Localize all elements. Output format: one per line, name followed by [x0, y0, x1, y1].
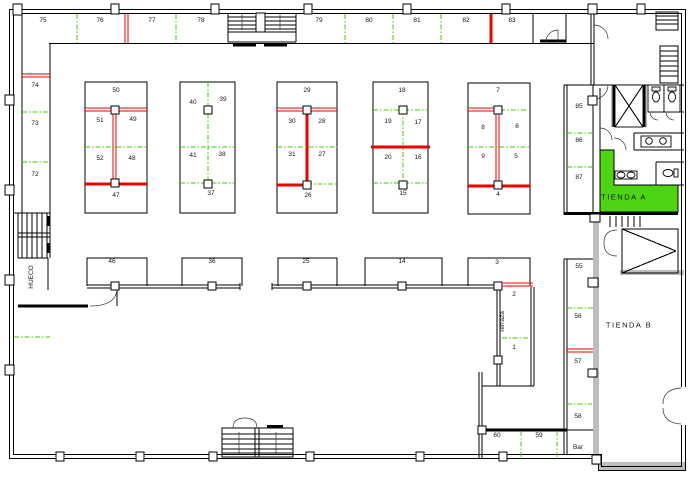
interior-walls: [13, 10, 684, 458]
label-83: 83: [508, 16, 516, 24]
outer-walls: [8, 8, 687, 472]
stair-newel: [255, 12, 266, 33]
label-78: 78: [197, 16, 205, 24]
label-57: 57: [574, 357, 582, 365]
label-29: 29: [303, 86, 311, 94]
label-41: 41: [189, 151, 197, 159]
label-40: 40: [189, 98, 197, 106]
label-25: 25: [302, 257, 310, 265]
label-26: 26: [304, 191, 312, 199]
label-77: 77: [148, 16, 156, 24]
label-5: 5: [514, 152, 518, 160]
label-28: 28: [318, 117, 326, 125]
label-27: 27: [318, 150, 326, 158]
label-19: 19: [384, 117, 392, 125]
label-85: 85: [575, 102, 583, 110]
label-2: 2: [512, 290, 516, 298]
toilet-icon: [651, 86, 679, 178]
label-60: 60: [493, 431, 501, 439]
label-55: 55: [575, 262, 583, 270]
sanitary-fixtures: [614, 84, 681, 180]
label-48: 48: [128, 154, 136, 162]
label-17: 17: [414, 118, 422, 126]
label-tienda-a: TIENDA A: [601, 192, 647, 202]
label-4: 4: [496, 190, 500, 198]
label-tienda-b: TIENDA B: [605, 320, 653, 330]
label-30: 30: [288, 117, 296, 125]
pillars: [4, 3, 646, 465]
label-terraza: Terraza: [498, 311, 506, 333]
label-86: 86: [575, 136, 583, 144]
label-46: 46: [108, 257, 116, 265]
label-59: 59: [535, 431, 543, 439]
green-dividers: [14, 14, 593, 457]
label-50: 50: [112, 86, 120, 94]
label-bar: Bar: [572, 443, 584, 451]
label-74: 74: [31, 81, 39, 89]
label-76: 76: [96, 16, 104, 24]
label-58: 58: [574, 412, 582, 420]
label-hueco: HUECO: [27, 265, 35, 289]
label-20: 20: [384, 153, 392, 161]
label-82: 82: [462, 16, 470, 24]
label-15: 15: [399, 189, 407, 197]
label-52: 52: [96, 154, 104, 162]
label-80: 80: [365, 16, 373, 24]
label-51: 51: [96, 116, 104, 124]
label-79: 79: [315, 16, 323, 24]
label-87: 87: [575, 173, 583, 181]
label-81: 81: [413, 16, 421, 24]
label-3: 3: [495, 258, 499, 266]
label-72: 72: [31, 170, 39, 178]
label-16: 16: [414, 153, 422, 161]
stairs: [18, 11, 679, 458]
label-73: 73: [31, 119, 39, 127]
thick-walls: [18, 39, 678, 432]
label-6: 6: [515, 122, 519, 130]
label-9: 9: [481, 152, 485, 160]
label-37: 37: [207, 189, 215, 197]
stair-walk-lines: [238, 14, 281, 455]
label-75: 75: [39, 16, 47, 24]
label-1: 1: [512, 343, 516, 351]
tienda-a-area: [599, 149, 679, 213]
sink-icons: [614, 135, 672, 180]
elevator-x: [614, 84, 644, 128]
label-56: 56: [574, 312, 582, 320]
label-47: 47: [112, 191, 120, 199]
door-arcs: [89, 24, 688, 429]
label-14: 14: [398, 257, 406, 265]
label-7: 7: [496, 86, 500, 94]
label-39: 39: [219, 95, 227, 103]
label-36: 36: [208, 257, 216, 265]
label-38: 38: [218, 150, 226, 158]
hatched-walls: [593, 85, 686, 470]
label-8: 8: [481, 123, 485, 131]
label-31: 31: [288, 150, 296, 158]
label-18: 18: [398, 86, 406, 94]
label-49: 49: [129, 115, 137, 123]
